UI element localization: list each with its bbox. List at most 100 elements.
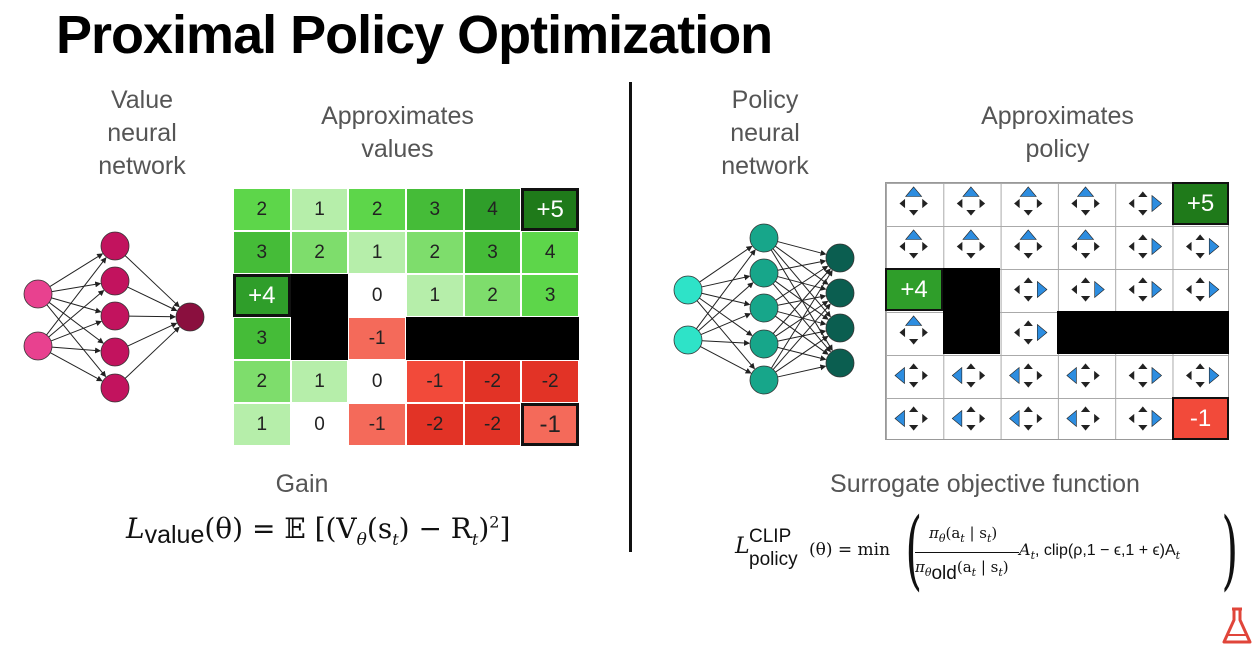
value-net-connection [51, 297, 102, 314]
policy-arrow-icon [951, 366, 963, 385]
policy-arrow-icon [1080, 363, 1091, 370]
value-net-node [100, 337, 130, 367]
value-grid-cell: -1 [406, 360, 464, 403]
formula-t2: t [471, 529, 479, 549]
policy-arrow-icon [1009, 409, 1020, 428]
value-network-label-text: Value neural network [98, 86, 186, 180]
value-grid-cell: 1 [290, 188, 349, 231]
pf-num-t2: t [987, 532, 992, 545]
policy-arrow-icon [1036, 370, 1043, 381]
policy-arrow-icon [1195, 363, 1205, 370]
formula-t1: t [392, 529, 399, 549]
policy-arrow-icon [979, 370, 986, 381]
policy-arrow-icon [1138, 253, 1148, 259]
pf-den-t2: t [998, 566, 1003, 579]
pformula-numerator: πθ(at | st) [929, 524, 997, 545]
policy-arrow-icon [1151, 194, 1163, 213]
value-grid-wall [406, 317, 464, 360]
value-grid-wall [290, 274, 349, 317]
policy-arrow-icon [1138, 424, 1148, 431]
policy-arrow-icon [966, 210, 976, 216]
surrogate-label: Surrogate objective function [830, 470, 1140, 498]
value-net-connection [49, 253, 104, 288]
pf-clip-t: t [1175, 549, 1181, 563]
policy-arrow-icon [1138, 234, 1148, 240]
value-net-connection [124, 326, 180, 379]
policy-arrow-icon [1014, 241, 1020, 252]
pf-clip: , clip(ρ,1 − ϵ,1 + ϵ)A [1034, 542, 1176, 559]
policy-arrow-icon [962, 186, 980, 197]
policy-arrow-icon [979, 198, 986, 209]
policy-net-node [673, 275, 703, 305]
policy-arrow-icon [966, 424, 976, 431]
value-grid-cell: 2 [406, 231, 464, 274]
policy-arrow-icon [1151, 366, 1163, 385]
value-grid-wall [521, 317, 579, 360]
formula-s: (s [366, 512, 393, 545]
policy-goal-cell: +5 [1172, 182, 1229, 225]
policy-network-diagram [673, 223, 855, 395]
policy-arrow-icon [1128, 413, 1135, 424]
pf-A-t: t [1030, 549, 1035, 563]
value-grid-cell: 1 [348, 231, 406, 274]
policy-start-cell: +4 [885, 268, 943, 311]
policy-arrow-icon [1066, 409, 1077, 428]
value-grid-cell: -2 [463, 360, 522, 403]
value-net-node [100, 266, 130, 296]
policy-arrow-icon [1023, 253, 1033, 259]
policy-arrow-icon [1094, 370, 1100, 381]
policy-arrow-icon [1076, 229, 1095, 240]
value-net-node [23, 279, 53, 309]
policy-network-label: Policy neural network [695, 84, 835, 183]
policy-network-label-text: Policy neural network [721, 86, 809, 180]
policy-net-connection [699, 297, 753, 336]
policy-net-connection [698, 282, 754, 332]
value-grid-cell: 1 [406, 274, 464, 317]
policy-net-connection [772, 268, 831, 334]
value-net-node [100, 301, 130, 331]
pf-den-bar: | s [976, 558, 999, 576]
policy-arrow-icon [1138, 191, 1148, 197]
policy-arrow-icon [951, 409, 963, 428]
value-net-node [23, 331, 53, 361]
policy-arrow-icon [979, 413, 986, 424]
policy-net-connection [770, 269, 833, 369]
page-title: Proximal Policy Optimization [56, 5, 773, 65]
policy-arrow-icon [909, 253, 919, 259]
policy-arrow-icon [1080, 210, 1091, 216]
policy-arrow-icon [1208, 237, 1220, 256]
policy-arrow-icon [1080, 277, 1091, 284]
policy-arrow-icon [899, 241, 906, 252]
policy-arrow-icon [922, 241, 928, 252]
policy-arrow-icon [1128, 284, 1135, 295]
policy-arrow-icon [1023, 424, 1033, 431]
value-grid-cell: 3 [521, 274, 579, 317]
policy-arrow-icon [1128, 370, 1135, 381]
value-net-connection [48, 302, 104, 344]
value-net-connection [51, 281, 102, 293]
value-grid-label: Approximates values [290, 100, 505, 166]
policy-arrow-icon [1023, 381, 1033, 388]
policy-net-node [749, 258, 779, 288]
value-grid-cell: 4 [521, 231, 579, 274]
value-net-connection [46, 257, 107, 336]
policy-arrow-icon [922, 413, 928, 424]
pf-den-old: old [931, 563, 957, 584]
pformula-lparen: ( [905, 500, 923, 600]
value-network-diagram [23, 231, 205, 403]
value-grid-cell: 3 [406, 188, 464, 231]
policy-arrow-icon [1195, 295, 1205, 302]
policy-net-connection [701, 274, 751, 288]
formula-sub-value: value [144, 521, 205, 549]
value-net-connection [127, 322, 178, 347]
policy-net-node [825, 313, 855, 343]
policy-net-connection [695, 249, 756, 330]
policy-arrow-icon [1076, 186, 1095, 197]
policy-arrow-icon [1037, 323, 1048, 342]
policy-arrow-icon [1023, 320, 1033, 327]
pformula-rparen: ) [1221, 500, 1239, 600]
policy-net-connection [700, 312, 752, 336]
